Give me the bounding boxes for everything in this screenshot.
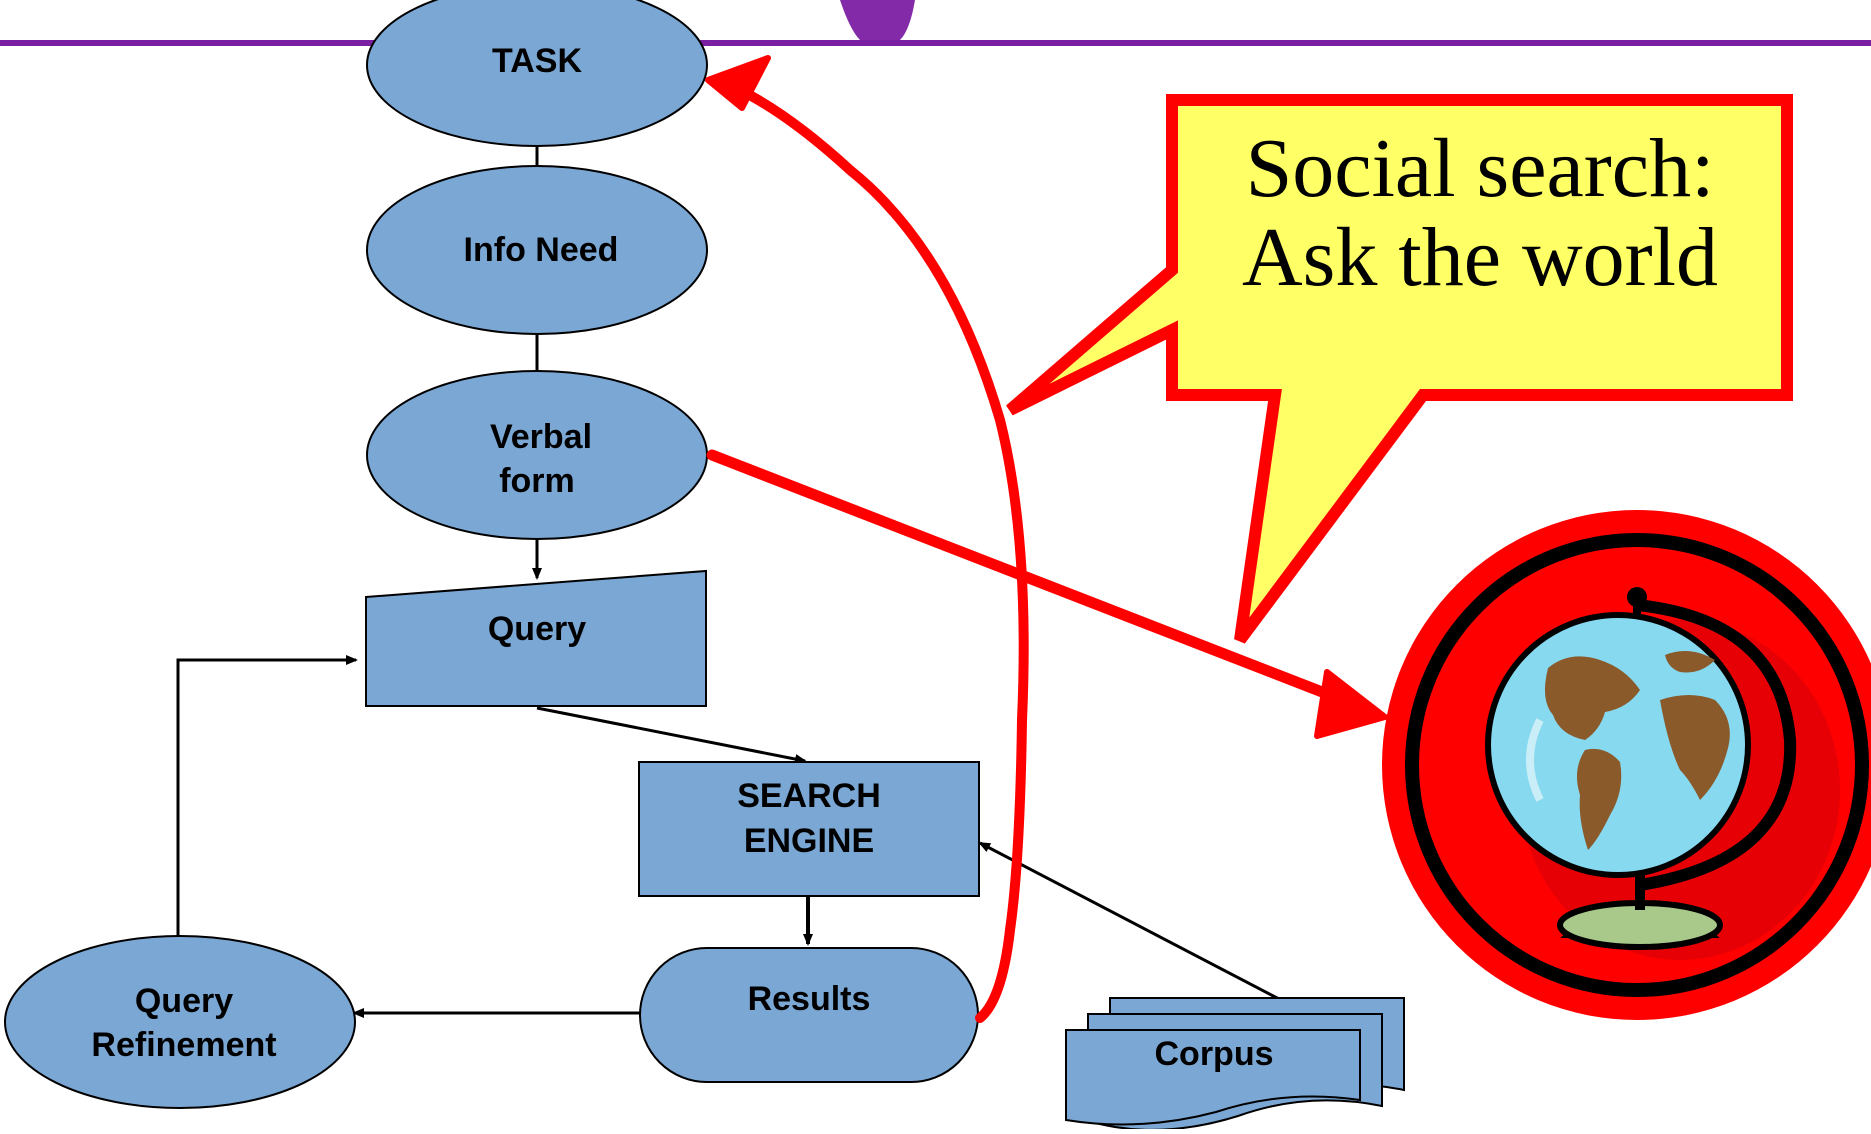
verbal-form-label-line1: Verbal xyxy=(490,418,592,456)
search-engine-label-line1: SEARCH xyxy=(737,777,881,815)
callout-box xyxy=(1006,94,1793,644)
info-need-node xyxy=(366,165,708,335)
query-label: Query xyxy=(488,610,586,648)
search-engine-node xyxy=(638,761,980,897)
verbal-form-label-line2: form xyxy=(499,462,575,500)
globe-axis-cap xyxy=(1627,587,1647,607)
arrow-query-to-search-engine xyxy=(536,706,807,764)
globe-icon xyxy=(1382,510,1871,1020)
query-refinement-label-line2: Refinement xyxy=(91,1026,276,1064)
red-arrowhead-world xyxy=(1314,669,1388,739)
globe-meridian xyxy=(1636,599,1797,891)
task-node xyxy=(366,0,708,147)
search-engine-label-line2: ENGINE xyxy=(744,822,874,860)
callout: Social search: Ask the world xyxy=(1006,94,1793,644)
red-arrowhead-task xyxy=(705,55,771,111)
globe-ring xyxy=(1405,533,1869,997)
corpus-page-front xyxy=(1065,1029,1361,1126)
info-need-label: Info Need xyxy=(464,231,619,269)
callout-line1: Social search: xyxy=(1246,122,1715,215)
query-node xyxy=(365,569,707,707)
corpus-label: Corpus xyxy=(1155,1035,1274,1073)
title-area xyxy=(0,0,1871,40)
corpus-node xyxy=(1065,997,1405,1131)
globe-highlight xyxy=(1526,718,1544,802)
globe-continents xyxy=(1544,651,1730,850)
task-label: TASK xyxy=(492,42,582,80)
title-rule xyxy=(0,40,1871,46)
title-fragment xyxy=(840,0,915,40)
callout-line2: Ask the world xyxy=(1242,211,1718,304)
results-label: Results xyxy=(748,980,871,1018)
arrow-refinement-to-query xyxy=(176,655,358,946)
arrow-corpus-to-search-engine xyxy=(978,841,1282,1002)
flow-connectors xyxy=(176,146,1282,1018)
query-refinement-label-line1: Query xyxy=(135,982,233,1020)
red-arrow-verbal-to-world xyxy=(706,449,1341,703)
query-refinement-node xyxy=(4,935,356,1109)
red-arrow-results-to-task xyxy=(735,85,1029,1023)
social-search-arrows xyxy=(705,55,1388,1023)
